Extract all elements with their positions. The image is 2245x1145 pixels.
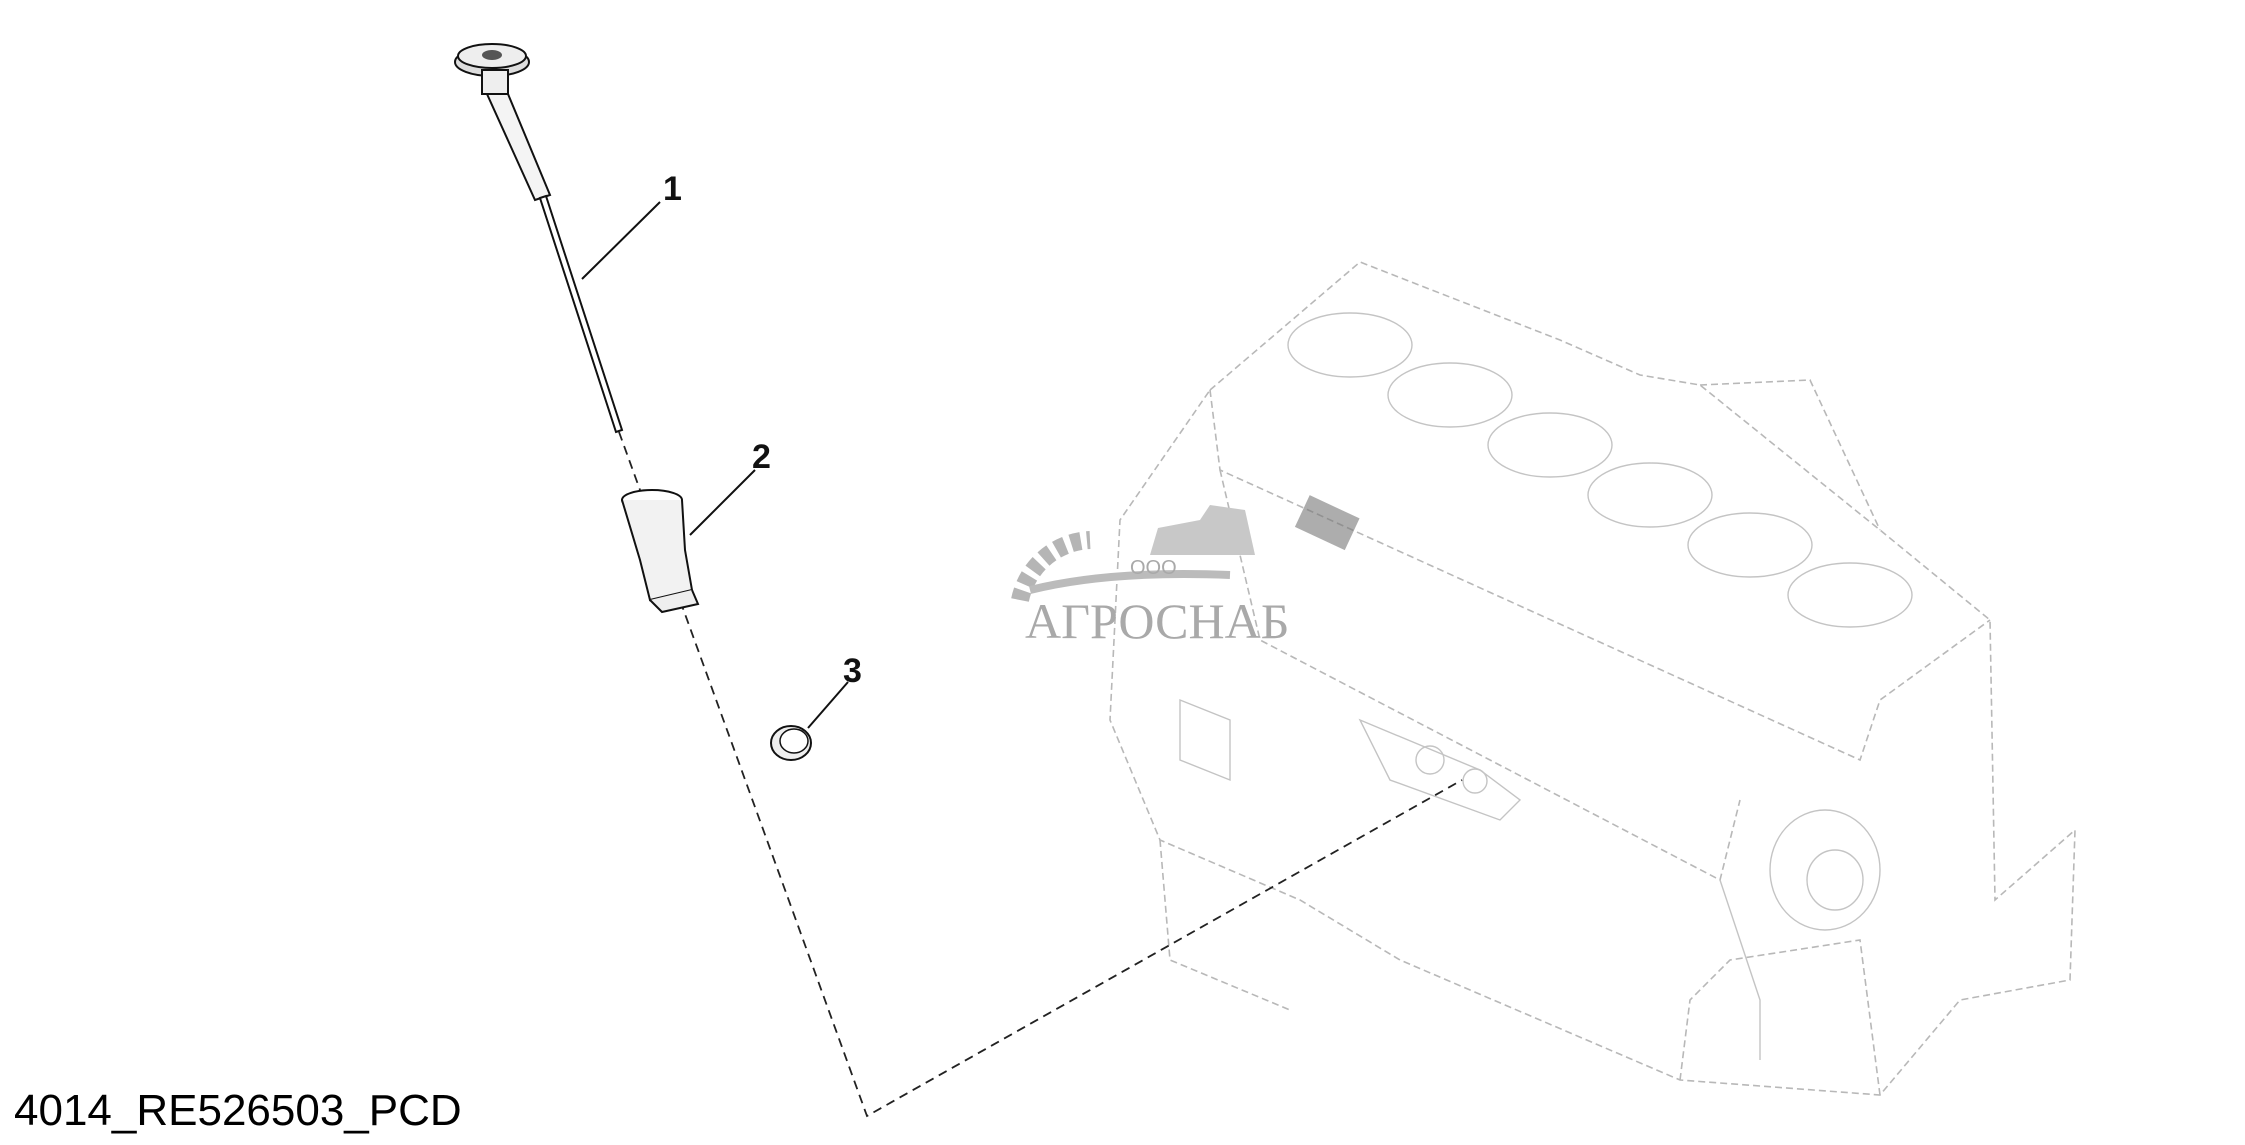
dipstick — [454, 43, 624, 434]
plug — [770, 725, 812, 761]
watermark-name: АГРОСНАБ — [1025, 593, 1289, 649]
diagram-caption: 4014_RE526503_PCD — [14, 1086, 462, 1135]
callout-2: 2 — [752, 438, 771, 476]
assembly-path — [618, 431, 1463, 1118]
engine-block — [1109, 261, 2076, 1096]
dipstick-tube — [621, 489, 700, 614]
callout-3: 3 — [843, 652, 862, 690]
callout-1: 1 — [663, 170, 682, 208]
watermark-prefix: ООО — [1130, 557, 1177, 579]
watermark-logo: ООО АГРОСНАБ — [1011, 505, 1289, 649]
